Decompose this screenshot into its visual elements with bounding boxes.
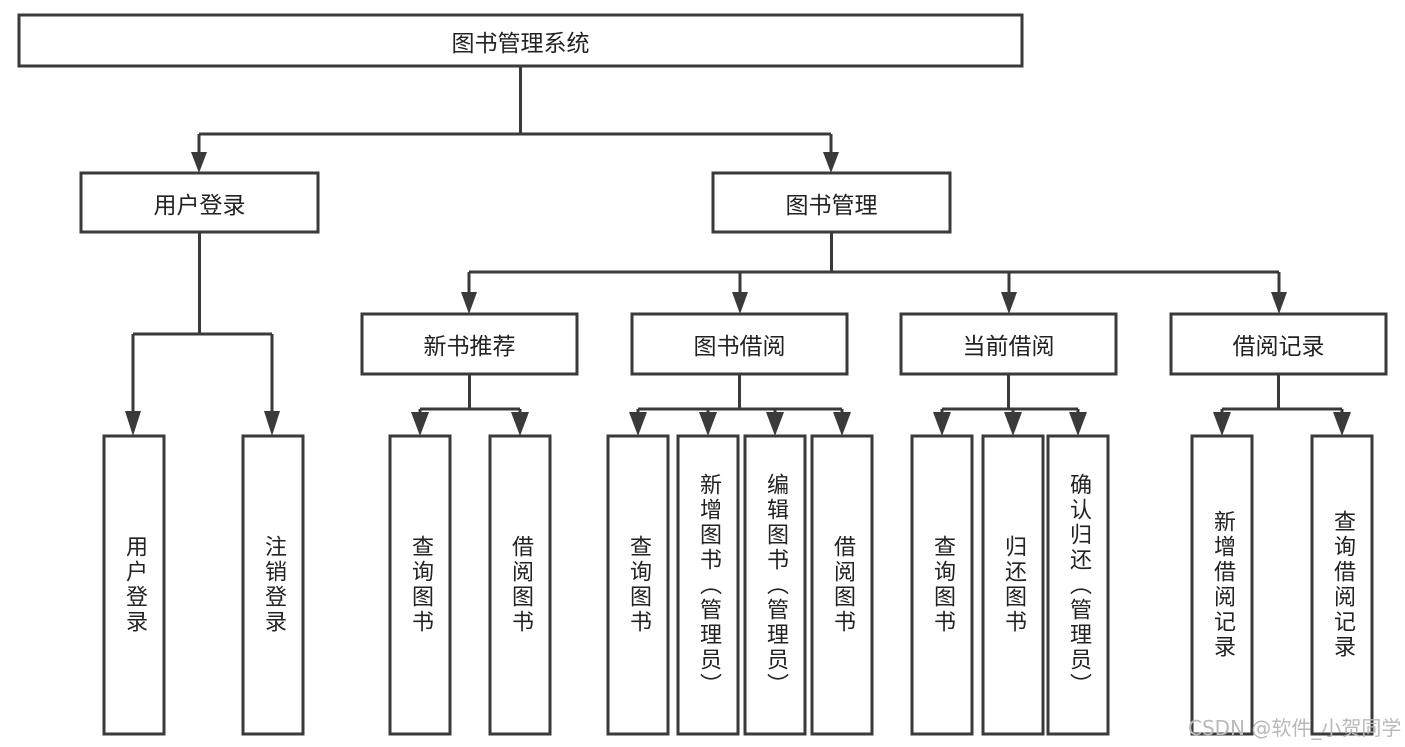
node-root [17, 13, 1024, 68]
arrow-head-book-manage [823, 152, 839, 173]
arrow-head-leaf-user-login [125, 411, 141, 436]
node-leaf-edit-book [743, 434, 807, 736]
node-current-borrow [899, 312, 1118, 376]
arrow-head-leaf-edit-book [766, 412, 784, 436]
arrow-head-new-book-recommend [461, 292, 477, 314]
watermark-text: CSDN @软件_小贺同学 [1188, 716, 1402, 740]
node-leaf-return-book [981, 434, 1045, 736]
arrow-head-user-login [191, 152, 207, 173]
arrow-head-leaf-add-record [1213, 412, 1231, 436]
node-leaf-add-record [1190, 434, 1254, 736]
node-leaf-borrow-book-2 [810, 434, 874, 736]
node-leaf-add-book [676, 434, 740, 736]
node-borrow-record [1169, 312, 1388, 376]
arrow-head-leaf-confirm-return [1069, 412, 1087, 436]
arrow-head-leaf-query-book-2 [629, 412, 647, 436]
node-leaf-query-book-1 [388, 434, 452, 736]
arrow-head-current-borrow [1001, 292, 1017, 314]
node-book-manage [711, 171, 952, 234]
arrow-head-borrow-record [1271, 292, 1287, 314]
arrow-head-leaf-return-book [1004, 412, 1022, 436]
arrow-head-leaf-borrow-book-1 [511, 412, 529, 436]
node-leaf-user-login [102, 434, 166, 736]
node-book-borrow [630, 312, 849, 376]
node-leaf-query-record [1310, 434, 1374, 736]
arrow-head-book-borrow [732, 292, 748, 314]
node-leaf-confirm-return [1046, 434, 1110, 736]
node-leaf-query-book-2 [606, 434, 670, 736]
arrow-head-leaf-add-book [699, 412, 717, 436]
node-leaf-borrow-book-1 [488, 434, 552, 736]
arrow-head-leaf-query-record [1333, 412, 1351, 436]
node-leaf-query-book-3 [910, 434, 974, 736]
arrow-head-leaf-logout-login [264, 411, 280, 436]
node-user-login [79, 171, 320, 234]
node-new-book-recommend [360, 312, 579, 376]
arrow-head-leaf-query-book-1 [411, 412, 429, 436]
arrow-head-leaf-query-book-3 [933, 412, 951, 436]
node-leaf-logout-login [241, 434, 305, 736]
arrow-head-leaf-borrow-book-2 [833, 412, 851, 436]
